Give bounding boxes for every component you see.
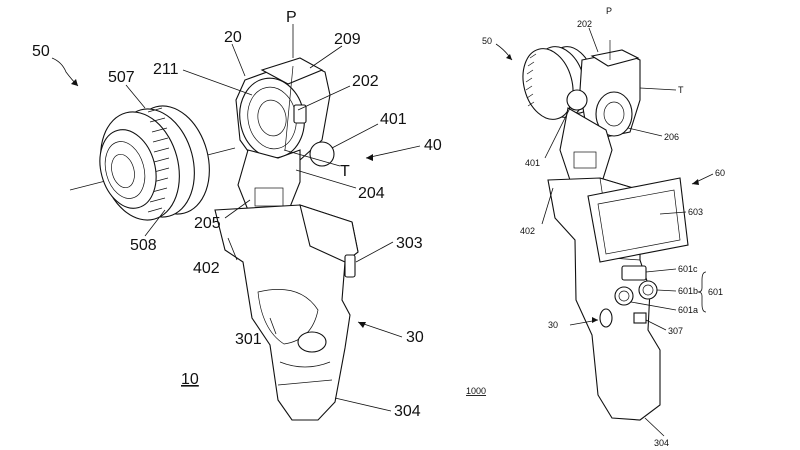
label-40: 40 (424, 137, 442, 154)
label-r206: 206 (664, 132, 679, 142)
left-leader-lines (51, 24, 421, 412)
label-T: T (340, 163, 350, 180)
left-handle (214, 204, 359, 421)
right-lens-grip-ridges (525, 53, 537, 107)
label-211: 211 (153, 61, 179, 78)
label-r30: 30 (548, 320, 558, 330)
label-r1000: 1000 (466, 386, 486, 396)
label-205: 205 (194, 215, 221, 232)
right-gimbal-head (566, 40, 641, 139)
label-r603: 603 (688, 207, 703, 217)
label-r601: 601 (708, 287, 723, 297)
label-301: 301 (235, 331, 262, 348)
label-r401: 401 (525, 158, 540, 168)
label-50: 50 (32, 43, 50, 60)
label-r60: 60 (715, 168, 725, 178)
label-r402: 402 (520, 226, 535, 236)
label-402: 402 (193, 260, 220, 277)
label-r304: 304 (654, 438, 669, 448)
label-r202: 202 (577, 19, 592, 29)
right-labels: 50 P 202 T 206 401 60 603 402 601c 601b … (466, 6, 725, 448)
label-rP: P (606, 6, 612, 16)
left-device-drawing: 50 507 20 P 209 211 202 401 T 40 204 205… (32, 9, 442, 421)
label-202: 202 (352, 73, 379, 90)
label-r307: 307 (668, 326, 683, 336)
right-display (587, 177, 689, 263)
label-20: 20 (224, 29, 242, 46)
left-lens (69, 105, 236, 221)
label-507: 507 (108, 69, 135, 86)
label-204: 204 (358, 185, 385, 202)
label-209: 209 (334, 31, 361, 48)
label-30: 30 (406, 329, 424, 346)
label-508: 508 (130, 237, 157, 254)
right-buttons (599, 265, 658, 328)
label-r50: 50 (482, 36, 492, 46)
label-r601b: 601b (678, 286, 698, 296)
right-leader-lines (495, 27, 714, 437)
left-lens-grip-ridges (147, 107, 170, 213)
label-304: 304 (394, 403, 421, 420)
label-r601a: 601a (678, 305, 698, 315)
left-gimbal-arm (237, 149, 301, 216)
right-device-drawing: 50 P 202 T 206 401 60 603 402 601c 601b … (466, 6, 725, 448)
label-rT: T (678, 85, 684, 95)
label-10: 10 (181, 371, 199, 388)
label-P: P (286, 9, 297, 26)
left-labels: 50 507 20 P 209 211 202 401 T 40 204 205… (32, 9, 442, 420)
left-gimbal-head (235, 57, 335, 167)
label-r601c: 601c (678, 264, 698, 274)
label-401: 401 (380, 111, 407, 128)
label-303: 303 (396, 235, 423, 252)
